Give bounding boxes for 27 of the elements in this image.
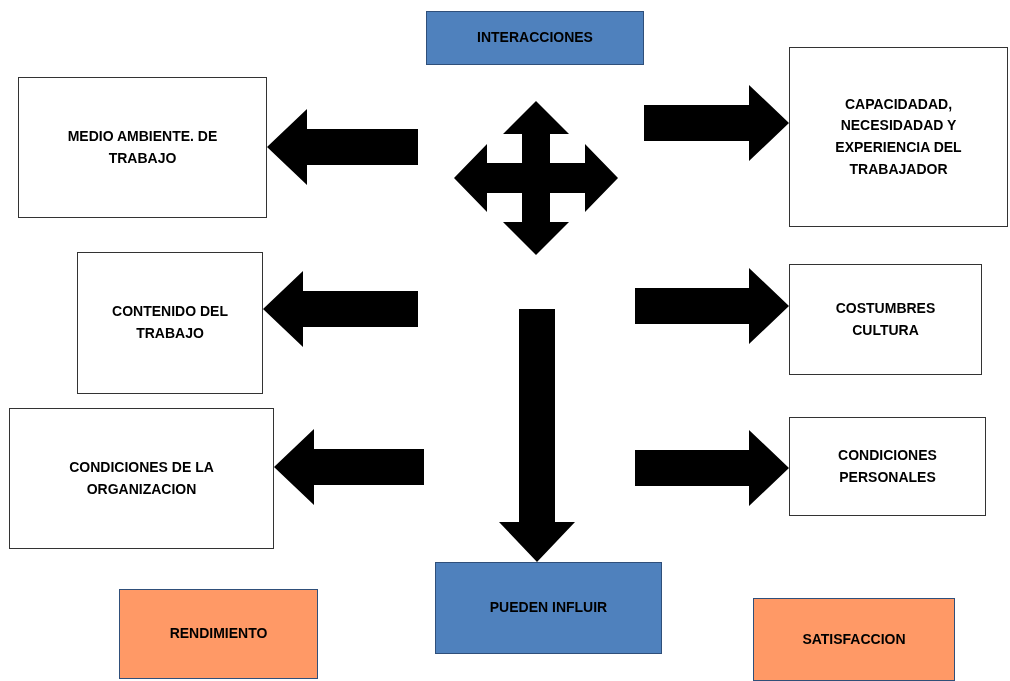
block-arrow <box>274 429 424 505</box>
box-label: CAPACIDADAD, NECESIDADAD Y EXPERIENCIA DEL TRABAJADOR <box>834 94 963 179</box>
box-label: RENDIMIENTO <box>169 624 268 644</box>
box-label: CONTENIDO DEL TRABAJO <box>111 302 229 343</box>
box-label: CONDICIONES PERSONALES <box>837 445 938 487</box>
box-label: PUEDEN INFLUIR <box>489 598 608 618</box>
block-arrow <box>644 85 789 161</box>
text-box <box>789 47 1008 227</box>
block-arrow <box>267 109 418 185</box>
text-box <box>789 264 982 375</box>
box-label: MEDIO AMBIENTE. DE TRABAJO <box>66 126 219 168</box>
label-box <box>119 589 318 679</box>
block-arrow <box>499 309 575 562</box>
label-box <box>435 562 662 654</box>
block-arrow <box>263 271 418 347</box>
block-arrow <box>635 430 789 506</box>
box-label: CONDICIONES DE LA ORGANIZACION <box>68 457 215 499</box>
text-box <box>18 77 267 218</box>
text-box <box>77 252 263 394</box>
box-label: INTERACCIONES <box>477 28 593 48</box>
box-label: COSTUMBRES CULTURA <box>834 298 937 340</box>
box-label: SATISFACCION <box>802 629 906 649</box>
label-box <box>426 11 644 65</box>
label-box <box>753 598 955 681</box>
text-box <box>789 417 986 516</box>
text-box <box>9 408 274 549</box>
block-arrow <box>635 268 789 344</box>
